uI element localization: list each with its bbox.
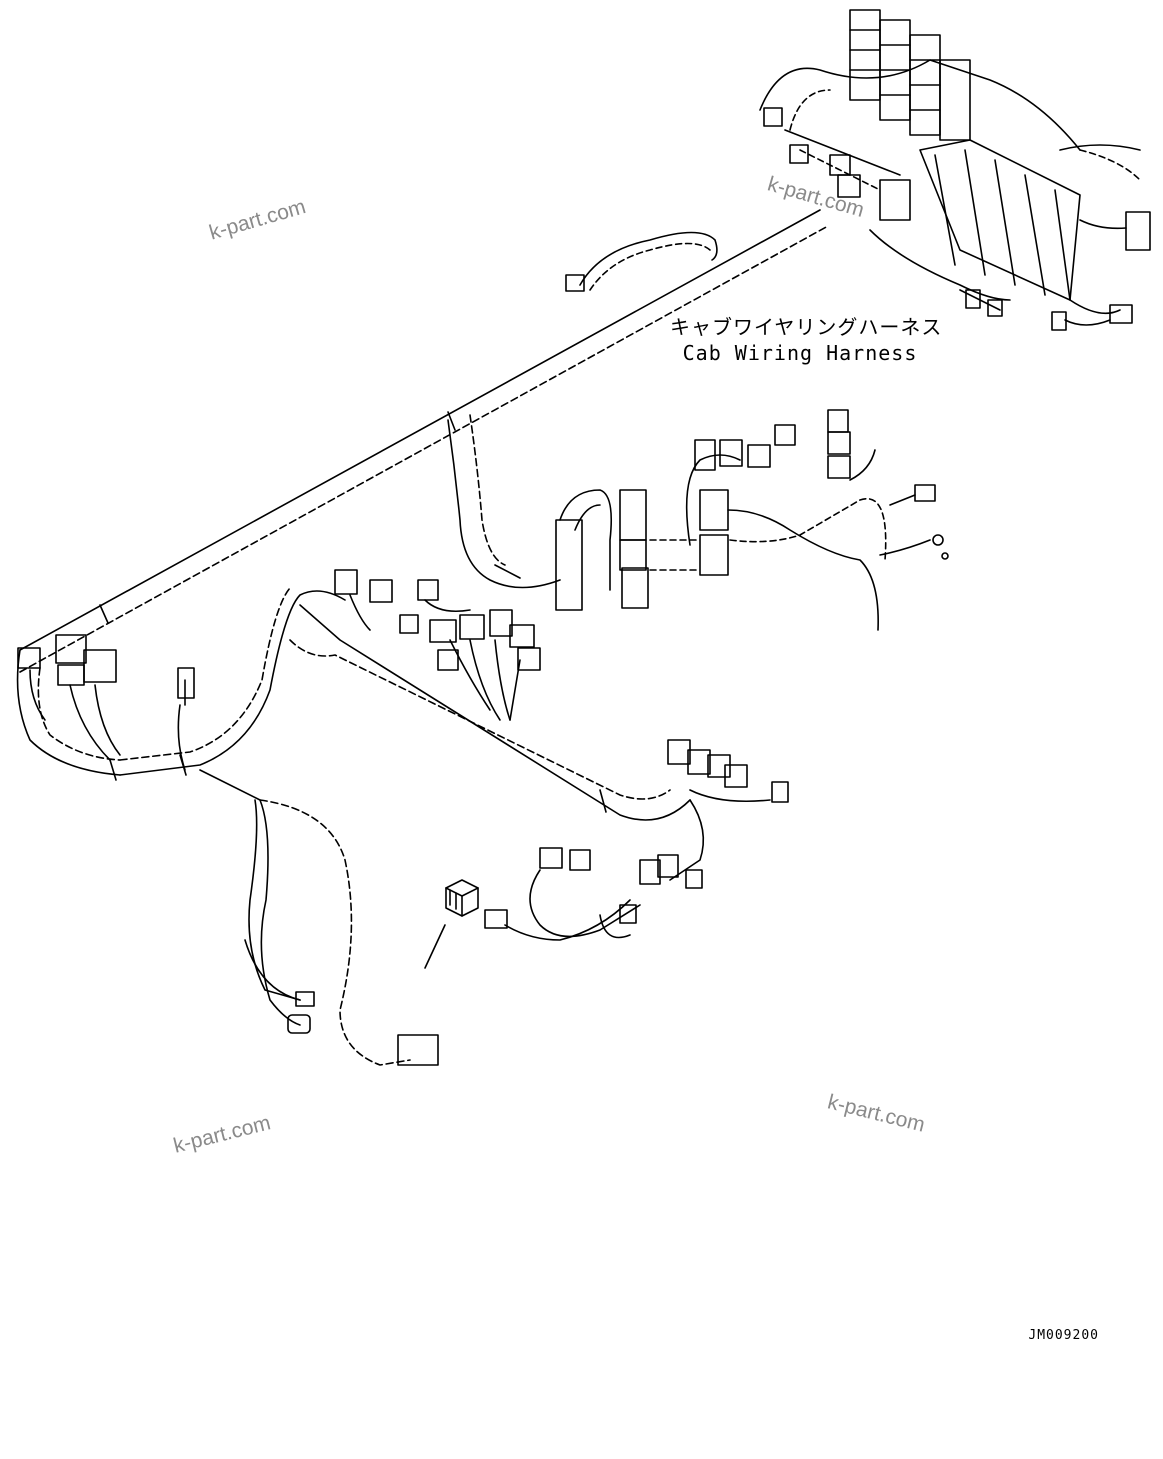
fuse-box bbox=[759, 9, 1151, 331]
relay-block-mid bbox=[555, 409, 949, 631]
harness-label-japanese: キャブワイヤリングハーネス bbox=[670, 315, 943, 339]
lower-harness bbox=[109, 587, 691, 821]
top-wire-loop bbox=[565, 231, 718, 292]
center-connector-cluster bbox=[334, 569, 541, 721]
isolated-connector-part bbox=[424, 879, 479, 969]
harness-label-english: Cab Wiring Harness bbox=[682, 341, 918, 365]
main-trunk-harness bbox=[16, 209, 829, 776]
drawing-code: JM009200 bbox=[1028, 1328, 1099, 1343]
center-drop-branch bbox=[447, 414, 561, 589]
lower-right-connectors bbox=[484, 739, 789, 941]
hanging-wires bbox=[177, 667, 439, 1066]
harness-label: キャブワイヤリングハーネス Cab Wiring Harness bbox=[670, 314, 943, 366]
left-connector-cluster bbox=[17, 634, 121, 761]
